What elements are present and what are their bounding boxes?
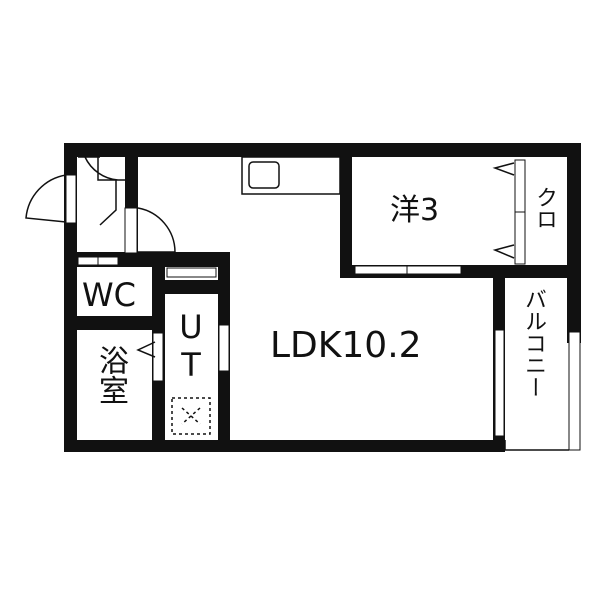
fixtures bbox=[25, 156, 569, 451]
room-label-wc: WC bbox=[82, 276, 136, 314]
closet-door-marks bbox=[492, 162, 515, 259]
kitchen-counter bbox=[241, 156, 341, 195]
washer-space-icon bbox=[171, 397, 211, 435]
shoe-storage bbox=[78, 156, 125, 226]
room-label-ldk: LDK10.2 bbox=[270, 325, 422, 366]
room-label-western: 洋3 bbox=[390, 193, 440, 228]
bath-door-mark bbox=[136, 341, 156, 358]
room-label-balcony: バルコニー bbox=[521, 288, 546, 398]
room-label-utility: UT bbox=[172, 308, 210, 384]
entry-door-swing bbox=[25, 174, 67, 223]
room-label-bath: 浴室 bbox=[93, 345, 128, 405]
windows-doors bbox=[65, 159, 581, 451]
room-label-closet: クロ bbox=[532, 186, 557, 230]
sink-icon bbox=[248, 161, 280, 189]
door-swing bbox=[137, 207, 176, 253]
